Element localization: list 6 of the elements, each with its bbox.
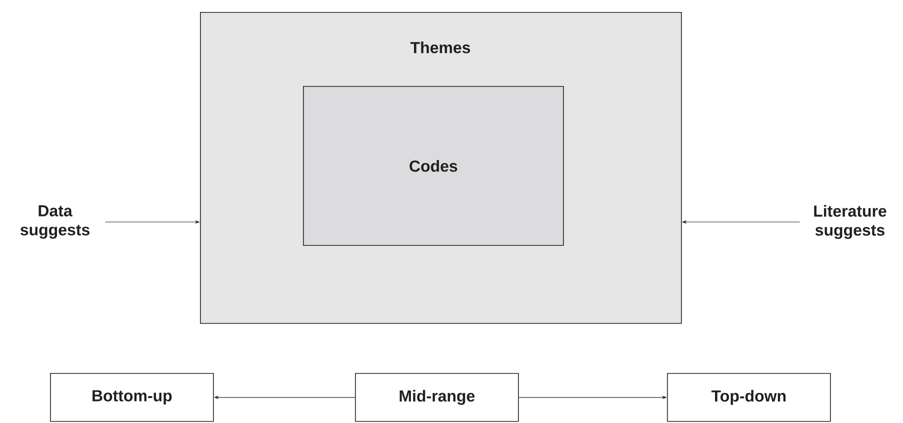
side-label: Data suggests xyxy=(20,205,90,239)
process-box: Bottom-up xyxy=(50,373,214,422)
process-box: Codes xyxy=(303,86,564,246)
process-box: Top-down xyxy=(667,373,831,422)
process-box: Mid-range xyxy=(355,373,519,422)
side-label: Literature suggests xyxy=(814,205,886,239)
